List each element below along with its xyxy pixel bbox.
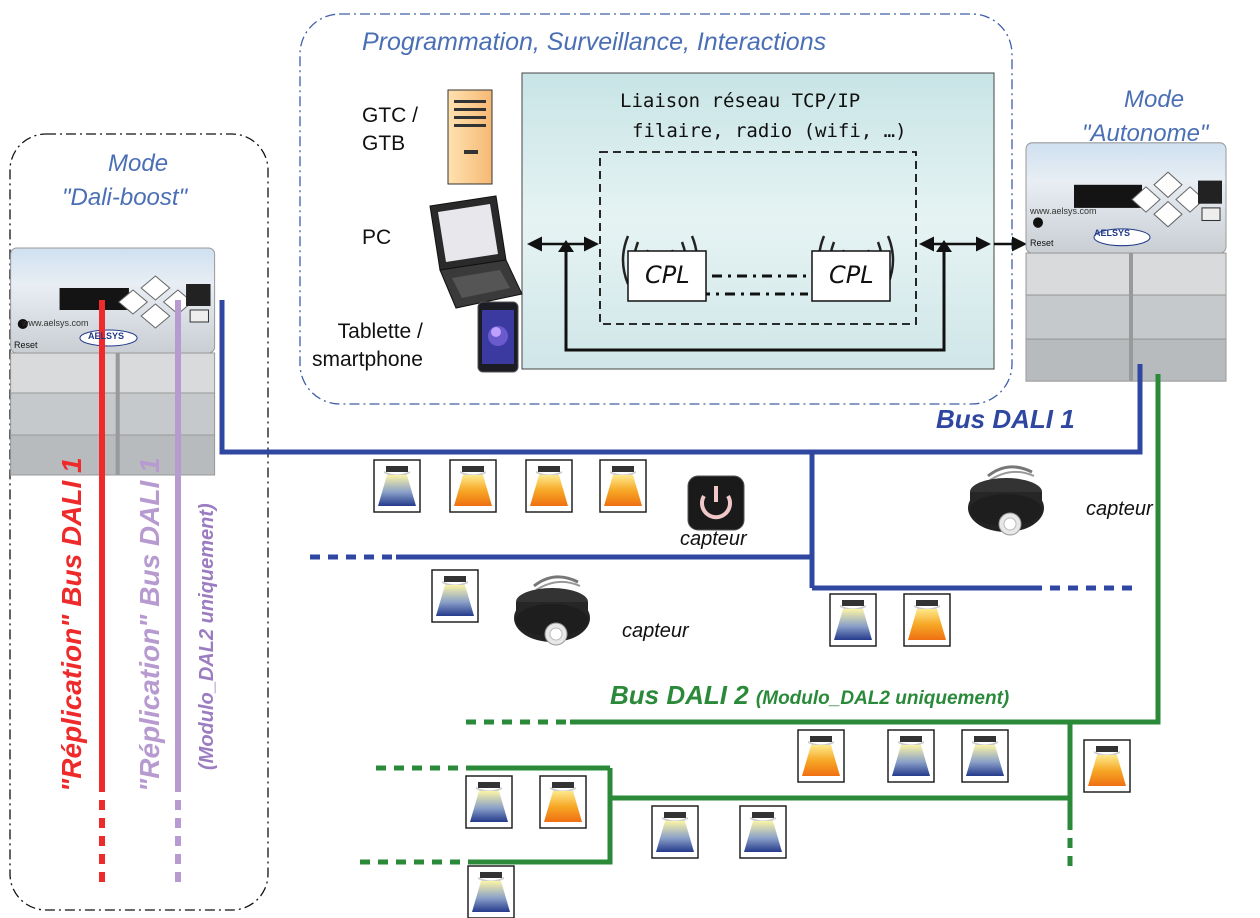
- mode-left-line2: "Dali-boost": [62, 184, 188, 211]
- lamp-icon: [651, 805, 699, 859]
- dali-boost-zone-frame: [9, 133, 269, 911]
- sensor-icon: [966, 465, 1046, 537]
- replication-label-lilac: "Réplication" Bus DALI 1: [134, 457, 166, 792]
- network-label-line2: filaire, radio (wifi, …): [632, 120, 907, 142]
- cpl-box-left: [627, 250, 707, 302]
- lamp-icon: [1083, 739, 1131, 793]
- lamp-icon: [599, 459, 647, 513]
- network-label-line1: Liaison réseau TCP/IP: [620, 90, 861, 112]
- replication-label-red: "Réplication" Bus DALI 1: [56, 457, 88, 792]
- bracket-marker-right: [936, 240, 952, 252]
- replication-red-quote: "Réplication": [56, 614, 87, 792]
- lamp-icon: [539, 775, 587, 829]
- lamp-icon: [829, 593, 877, 647]
- lamp-icon: [465, 775, 513, 829]
- cpl-box-right: [811, 250, 891, 302]
- module-right-website: www.aelsys.com: [1030, 206, 1097, 216]
- module-dali-boost: [10, 247, 216, 476]
- network-bracket: [564, 244, 946, 352]
- sensor-label-lower: capteur: [622, 620, 689, 642]
- replication-lilac-bus: Bus DALI 1: [134, 457, 165, 615]
- module-autonome: [1025, 142, 1227, 382]
- bus-dali-2-label: Bus DALI 2 (Modulo_DAL2 uniquement): [610, 680, 1009, 711]
- module-left-reset: Reset: [14, 340, 38, 350]
- mode-right-line2: "Autonome": [1082, 120, 1209, 147]
- tablet-icon: [477, 301, 519, 373]
- bracket-marker-left: [558, 240, 574, 252]
- replication-red-bus: Bus DALI 1: [56, 457, 87, 615]
- lamp-icon: [903, 593, 951, 647]
- lamp-icon: [797, 729, 845, 783]
- gtc-label-line2: GTB: [362, 132, 406, 155]
- cpl-label-right: CPL: [829, 261, 874, 289]
- module-left-website: www.aelsys.com: [22, 318, 89, 328]
- module-left-brand: AELSYS: [88, 331, 125, 341]
- replication-lilac-quote: "Réplication": [134, 614, 165, 792]
- tablet-label: Tablette / smartphone: [312, 318, 423, 374]
- programming-zone-frame: [299, 13, 1013, 405]
- gtc-label: GTC / GTB: [362, 102, 418, 158]
- tablet-label-line1: Tablette /: [337, 320, 423, 343]
- lamp-icon: [739, 805, 787, 859]
- bus-dali-1-label: Bus DALI 1: [936, 404, 1075, 434]
- laptop-icon: [429, 195, 523, 309]
- bus-dali-1: [219, 300, 1143, 591]
- cpl-label-left: CPL: [645, 261, 690, 289]
- sensor-label-right: capteur: [1086, 498, 1153, 520]
- sensor-icon: [512, 575, 592, 647]
- bus-dali-2-main: Bus DALI 2: [610, 680, 756, 710]
- sensor-label-power: capteur: [680, 528, 747, 550]
- lamp-icon: [431, 569, 479, 623]
- replication-note: (Modulo_DAL2 uniquement): [196, 503, 218, 770]
- mode-left-line1: Mode: [108, 150, 169, 177]
- lamp-icon: [525, 459, 573, 513]
- bus-dali-2: [360, 374, 1161, 872]
- lamp-icon: [449, 459, 497, 513]
- module-right-reset: Reset: [1030, 238, 1054, 248]
- tablet-label-line2: smartphone: [312, 348, 423, 371]
- module-right-brand: AELSYS: [1094, 228, 1131, 238]
- network-dashed-frame: [599, 151, 917, 325]
- lamp-icon: [467, 865, 515, 918]
- lamp-icon: [373, 459, 421, 513]
- pc-label: PC: [362, 226, 392, 249]
- mode-right-line1: Mode: [1124, 86, 1185, 113]
- server-icon: [447, 89, 493, 185]
- power-button-icon: [687, 475, 745, 531]
- network-panel: [521, 72, 995, 370]
- gtc-label-line1: GTC /: [362, 104, 418, 127]
- bus-dali-2-sub: (Modulo_DAL2 uniquement): [755, 688, 1010, 709]
- programming-title: Programmation, Surveillance, Interaction…: [362, 28, 827, 56]
- lamp-icon: [961, 729, 1009, 783]
- lamp-icon: [887, 729, 935, 783]
